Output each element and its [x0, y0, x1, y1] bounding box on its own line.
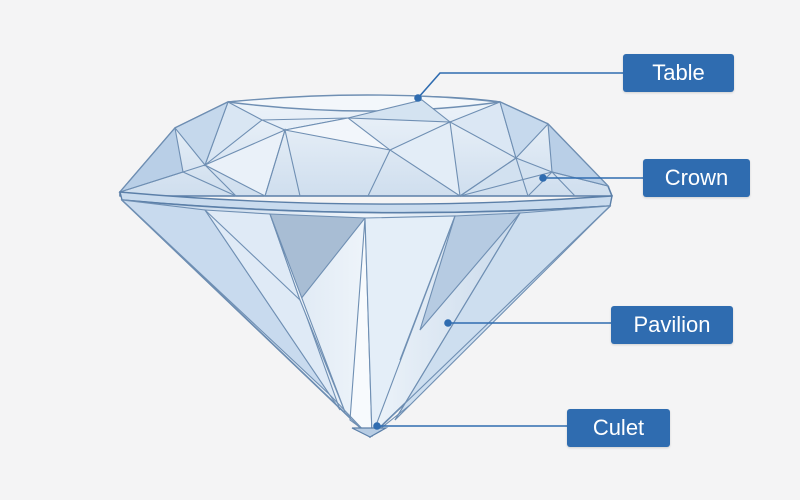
- pavilion-facets: [120, 199, 612, 438]
- culet-label: Culet: [567, 409, 670, 447]
- crown-facets: [118, 99, 610, 198]
- table-marker-dot: [414, 94, 422, 102]
- leader-lines: [377, 72, 643, 427]
- table-leader-line: [417, 72, 623, 99]
- leader-dots: [373, 94, 547, 430]
- pavilion-marker-dot: [444, 319, 452, 327]
- table-label: Table: [623, 54, 734, 92]
- crown-marker-dot: [539, 174, 547, 182]
- crown-label: Crown: [643, 159, 750, 197]
- culet-facet: [351, 427, 389, 438]
- culet-marker-dot: [373, 422, 381, 430]
- pavilion-label: Pavilion: [611, 306, 733, 344]
